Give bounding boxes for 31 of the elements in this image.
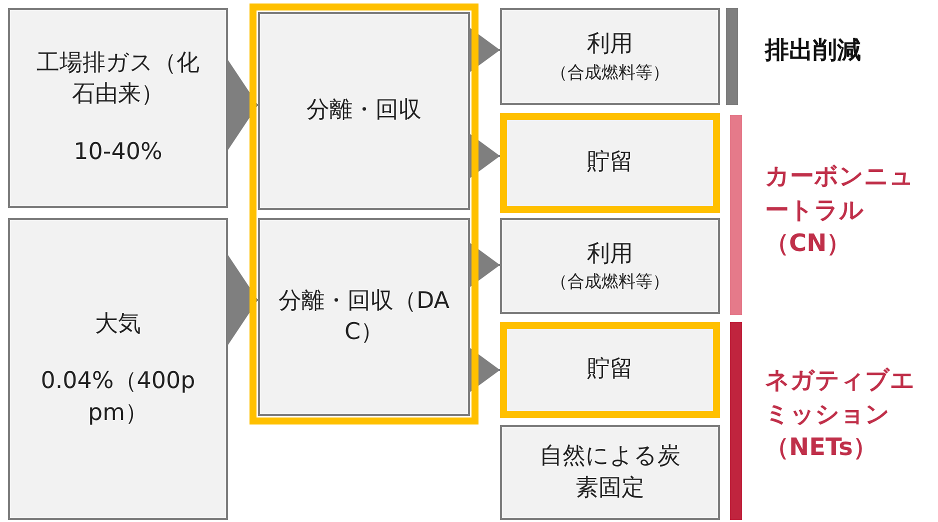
process-box xyxy=(258,218,470,416)
bracket-label: カーボンニュートラル（CN） xyxy=(765,161,915,260)
arrow xyxy=(470,134,500,178)
arrow xyxy=(470,28,500,72)
process-box xyxy=(500,113,720,213)
node-text: 大気 xyxy=(95,310,141,340)
process-box xyxy=(500,218,720,314)
node-text: （合成燃料等） xyxy=(550,62,670,84)
node-text: 貯留 xyxy=(587,148,633,178)
arrow xyxy=(228,255,258,345)
arrow xyxy=(470,348,500,392)
node-text: （合成燃料等） xyxy=(550,271,670,294)
bracket-label: ネガティブエミッション（NETs） xyxy=(765,365,916,464)
process-box xyxy=(500,425,720,520)
process-box xyxy=(500,8,720,105)
process-box xyxy=(258,12,470,210)
process-box xyxy=(500,322,720,418)
node-text: 利用 xyxy=(587,30,633,60)
node-text: 自然による炭素固定 xyxy=(538,442,682,502)
arrow xyxy=(470,243,500,287)
node-text: 分離・回収 xyxy=(306,96,422,126)
process-box xyxy=(8,8,228,208)
node-text: 0.04%（400ppm） xyxy=(40,367,196,428)
node-text: 貯留 xyxy=(587,355,633,384)
node-text: 10-40% xyxy=(74,138,162,167)
node-text: 工場排ガス（化石由来） xyxy=(36,49,200,110)
node-text: 分離・回収（DAC） xyxy=(277,286,451,347)
node-text: 利用 xyxy=(587,240,633,269)
bracket-label: 排出削減 xyxy=(765,35,862,66)
arrow xyxy=(228,60,258,150)
process-box xyxy=(8,218,228,520)
